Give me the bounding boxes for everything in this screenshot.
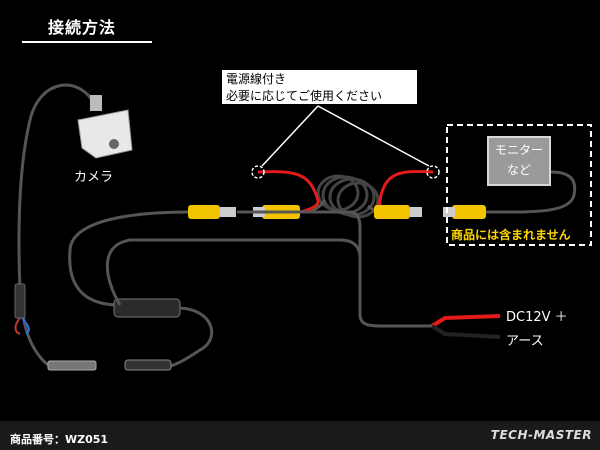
footer-bar bbox=[0, 421, 600, 450]
inline-box-cable bbox=[169, 306, 214, 368]
monitor-box: モニター など bbox=[487, 136, 551, 186]
camera-body bbox=[77, 95, 133, 159]
camera-lead-blue bbox=[21, 317, 30, 335]
brand-logo: TECH-MASTER bbox=[490, 428, 592, 442]
power-cable-route bbox=[237, 210, 432, 328]
inline-box bbox=[113, 298, 181, 318]
power-wire-end-left bbox=[251, 165, 265, 179]
callout-line-2: 必要に応じてご使用ください bbox=[226, 89, 383, 103]
ground-label: アース bbox=[506, 334, 544, 349]
camera-cable-heatshrink bbox=[14, 283, 26, 319]
callout-pointer-right bbox=[317, 105, 430, 167]
rca-plug-1 bbox=[188, 205, 220, 219]
monitor-dashed-frame bbox=[446, 124, 592, 246]
title-underline bbox=[22, 41, 152, 43]
callout-pointer-left bbox=[261, 105, 319, 167]
video-cable-main bbox=[68, 210, 191, 251]
camera-connector-left bbox=[47, 360, 97, 371]
power-wire-end-right bbox=[426, 165, 440, 179]
camera-lead-red bbox=[14, 317, 21, 335]
camera-connector-right bbox=[124, 359, 172, 371]
inline-to-power bbox=[105, 238, 362, 306]
dc12v-wire bbox=[430, 314, 501, 328]
product-number: 商品番号：WZ051 bbox=[10, 433, 109, 446]
not-included-note: 商品には含まれません bbox=[451, 228, 571, 242]
camera-cable bbox=[17, 83, 97, 367]
monitor-label-line-1: モニター bbox=[494, 143, 543, 157]
ground-wire bbox=[430, 324, 501, 339]
rca-plug-4 bbox=[452, 205, 486, 219]
camera-label: カメラ bbox=[74, 170, 114, 185]
power-wire-callout: 電源線付き 必要に応じてご使用ください bbox=[221, 69, 418, 105]
video-cable-lower bbox=[68, 249, 121, 307]
callout-line-1: 電源線付き bbox=[226, 72, 287, 86]
monitor-label-line-2: など bbox=[506, 163, 531, 177]
rca-plug-3 bbox=[374, 205, 410, 219]
dc12v-label: DC12V ＋ bbox=[506, 310, 568, 325]
page-title: 接続方法 bbox=[48, 18, 117, 37]
monitor-cable bbox=[485, 170, 577, 214]
